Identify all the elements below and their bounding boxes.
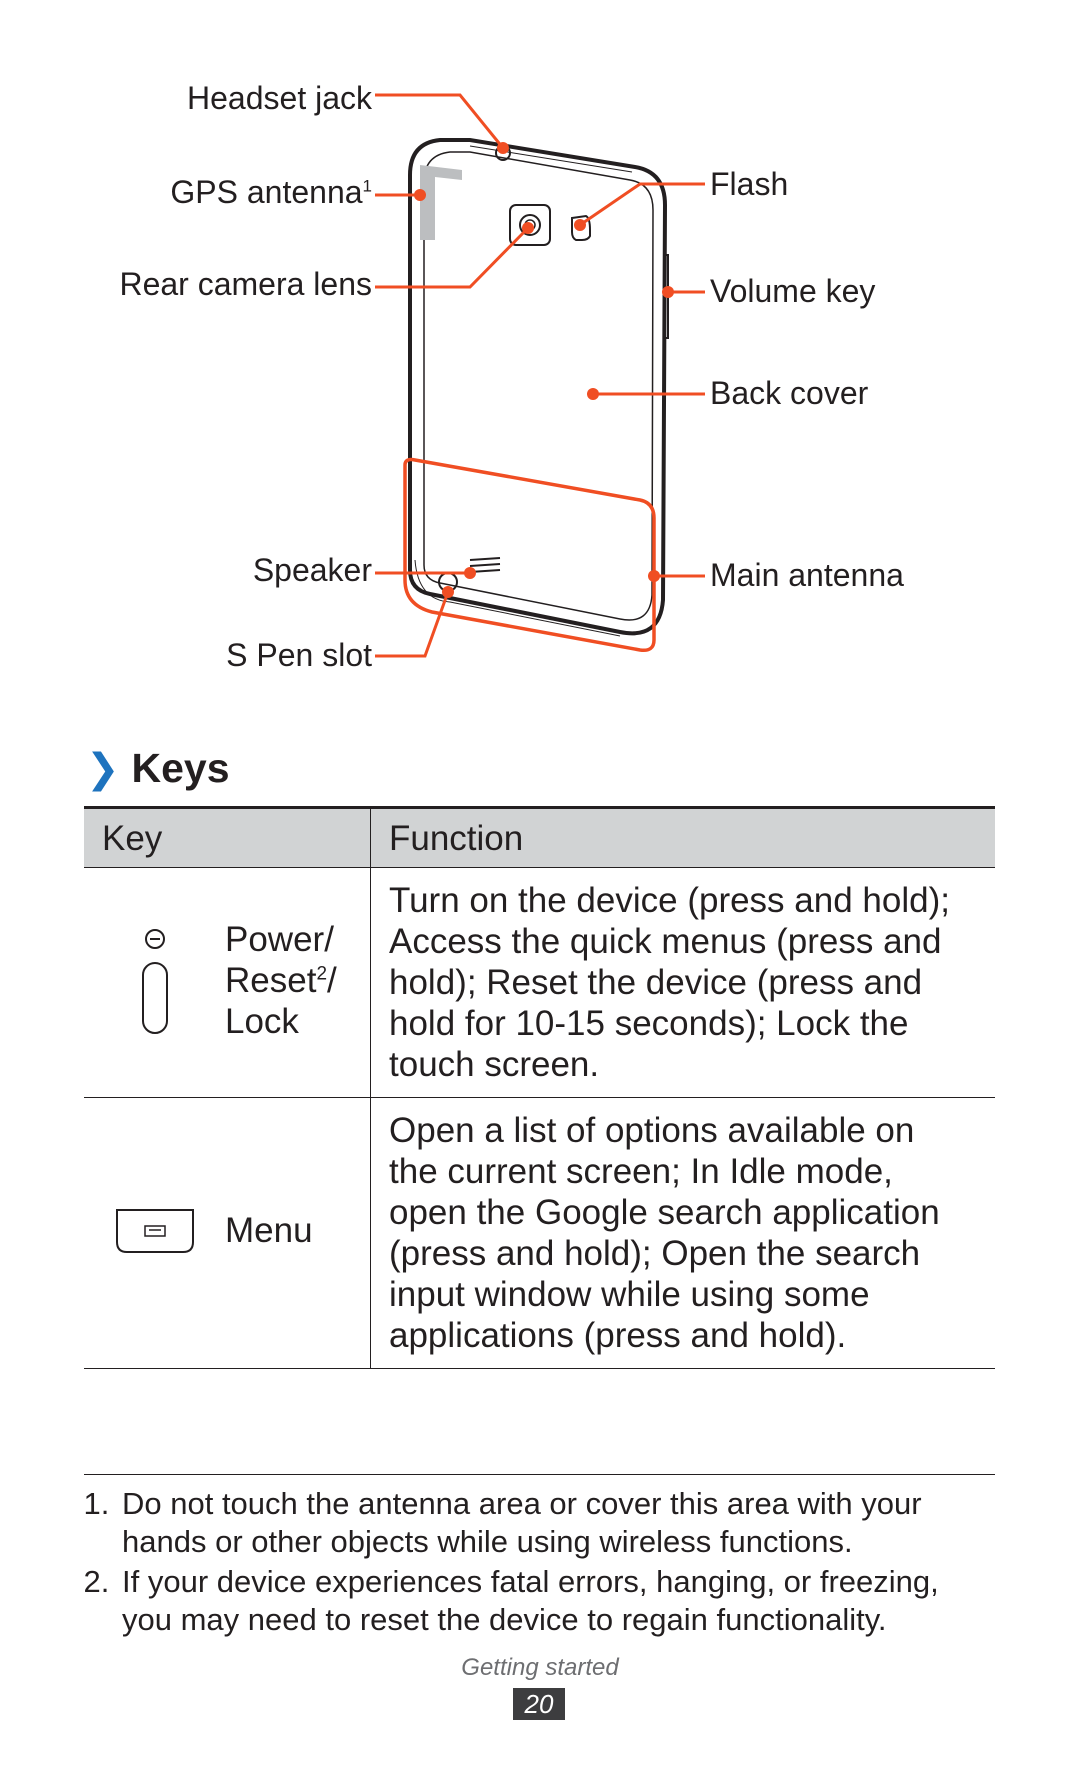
- footnote-item: Do not touch the antenna area or cover t…: [118, 1485, 995, 1561]
- callout-dots: [414, 142, 674, 598]
- phone-illustration: [408, 138, 669, 637]
- key-name-reset: Reset: [225, 960, 317, 1000]
- table-row: Power/ Reset2/ Lock Turn on the device (…: [84, 867, 995, 1098]
- key-name-line: Power/: [225, 919, 334, 959]
- table-row: Menu Open a list of options available on…: [84, 1097, 995, 1369]
- key-name-slash: /: [327, 960, 337, 1000]
- footnotes: Do not touch the antenna area or cover t…: [84, 1474, 995, 1641]
- main-antenna-outline: [403, 457, 656, 653]
- callout-back-cover: Back cover: [710, 375, 869, 411]
- callout-flash: Flash: [710, 166, 789, 202]
- callout-gps-antenna-footnote-ref: 1: [362, 176, 372, 196]
- callout-volume-key: Volume key: [710, 273, 876, 309]
- section-title-text: Keys: [131, 745, 230, 791]
- chevron-icon: ❯: [86, 747, 120, 791]
- callout-lines: [375, 93, 705, 658]
- header-key: Key: [84, 806, 371, 868]
- key-cell: Power/ Reset2/ Lock: [84, 867, 371, 1098]
- device-back-diagram: [375, 93, 705, 658]
- key-name-line: Lock: [225, 1001, 299, 1041]
- key-name-menu: Menu: [225, 1210, 313, 1250]
- callout-speaker: Speaker: [252, 552, 372, 588]
- footnote-item: If your device experiences fatal errors,…: [118, 1563, 995, 1639]
- header-function: Function: [370, 806, 995, 868]
- function-cell: Turn on the device (press and hold); Acc…: [370, 867, 995, 1098]
- table-header-row: Key Function: [84, 806, 995, 868]
- keys-table: Key Function Power/ Reset2/: [84, 806, 995, 1369]
- footnote-ref: 2: [316, 962, 328, 984]
- section-heading: ❯Keys: [86, 744, 230, 793]
- page-number: 20: [513, 1688, 565, 1720]
- power-key-icon: [85, 925, 225, 1035]
- menu-key-icon: [85, 1206, 225, 1254]
- footer-section-name: Getting started: [461, 1654, 619, 1681]
- callout-gps-antenna-label: GPS antenna: [170, 174, 363, 210]
- callout-rear-camera-lens: Rear camera lens: [119, 266, 372, 302]
- key-name-line: Reset2/: [225, 960, 337, 1001]
- callout-headset-jack: Headset jack: [187, 80, 372, 116]
- callout-gps-antenna: GPS antenna1: [170, 174, 372, 210]
- key-name-power: Power/ Reset2/ Lock: [225, 919, 337, 1042]
- callout-main-antenna: Main antenna: [710, 557, 904, 593]
- callout-s-pen-slot: S Pen slot: [226, 637, 372, 673]
- key-cell: Menu: [84, 1097, 371, 1369]
- function-cell: Open a list of options available on the …: [370, 1097, 995, 1369]
